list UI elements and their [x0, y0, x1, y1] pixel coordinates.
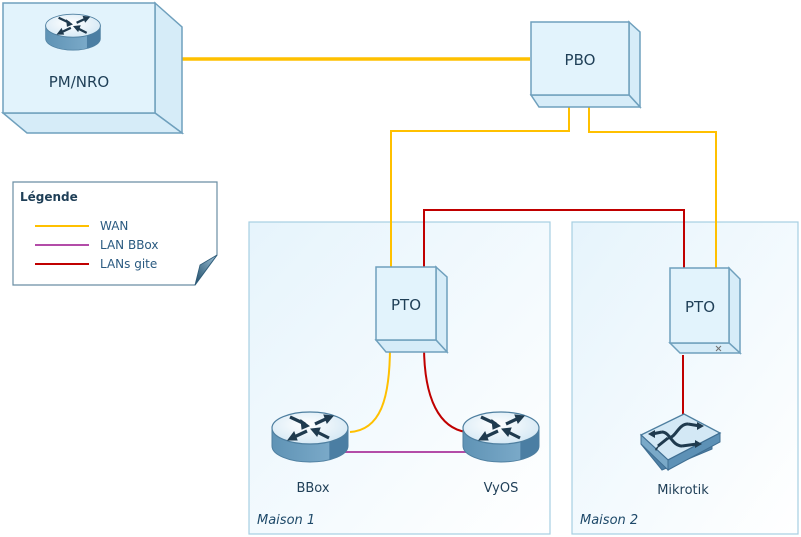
link-lan-pto1-vyos	[423, 345, 467, 433]
legend-label-lan-bbox: LAN BBox	[100, 238, 159, 252]
node-label-pbo: PBO	[565, 51, 596, 69]
node-vyos[interactable]: VyOS	[461, 410, 541, 496]
node-bbox[interactable]: BBox	[270, 410, 350, 496]
router-icon	[44, 13, 102, 52]
legend-label-lans-gite: LANs gite	[100, 257, 157, 271]
node-mikrotik[interactable]: Mikrotik	[639, 413, 722, 498]
node-label-pm-nro: PM/NRO	[49, 73, 110, 91]
port-x-icon	[715, 345, 722, 352]
legend: Légende WAN LAN BBox LANs gite	[12, 181, 218, 286]
links	[182, 57, 717, 453]
legend-item-lans-gite: LANs gite	[35, 257, 157, 271]
link-lan-pto1-pto2	[423, 209, 685, 268]
node-pbo[interactable]: PBO	[529, 20, 642, 109]
legend-item-wan: WAN	[35, 219, 128, 233]
node-pto-maison-1[interactable]: PTO	[374, 265, 449, 354]
node-pm-nro[interactable]: PM/NRO	[0, 1, 185, 135]
legend-item-lan-bbox: LAN BBox	[35, 238, 159, 252]
node-label-vyos: VyOS	[484, 481, 519, 496]
link-wan-pbo-pto1	[390, 107, 570, 267]
node-label-bbox: BBox	[296, 481, 329, 496]
legend-title: Légende	[20, 190, 78, 204]
node-label-mikrotik: Mikrotik	[657, 483, 709, 498]
router-icon	[461, 410, 541, 464]
node-label-pto-2: PTO	[685, 298, 715, 316]
node-pto-maison-2[interactable]: PTO	[668, 266, 742, 355]
room-label-maison-2: Maison 2	[580, 513, 638, 528]
switch-icon	[639, 413, 722, 472]
router-icon	[270, 410, 350, 464]
link-wan-pbo-pto2	[588, 107, 717, 268]
legend-label-wan: WAN	[100, 219, 128, 233]
node-label-pto-1: PTO	[391, 296, 421, 314]
link-wan-pto1-bbox	[349, 345, 391, 433]
room-label-maison-1: Maison 1	[257, 513, 315, 528]
